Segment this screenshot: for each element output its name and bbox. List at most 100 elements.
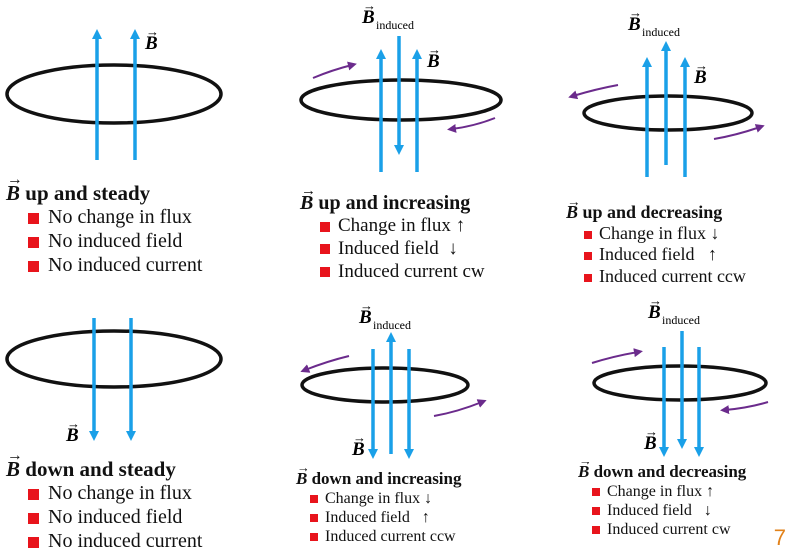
panel-3-bullet-3: Induced current ccw <box>584 266 746 288</box>
panel-2-title-rest: up and increasing <box>313 192 471 214</box>
panel-3-bullet-2: Induced field ↑ <box>584 244 746 266</box>
panel-2-title-b: B <box>300 183 316 215</box>
panel-4-title-b: B <box>6 447 23 481</box>
panel-2-text: B up and increasing Change in flux ↑ Ind… <box>300 183 485 283</box>
panel-4-bullet-2: No induced field <box>28 505 202 529</box>
panel-3-b-induced-symbol: B <box>627 14 641 35</box>
panel-5-diagram: B → induced B → <box>300 298 487 460</box>
bullet-square-icon <box>28 237 39 249</box>
panel-1-b-vector-arrow: → <box>146 24 159 39</box>
panel-2-b-label: B → <box>426 42 441 72</box>
panel-1-bullet-1-text: No change in flux <box>48 206 192 229</box>
panel-2-b-induced-label: B → induced <box>361 0 414 32</box>
panel-1-title: B up and steady <box>6 171 202 205</box>
panel-5-b-label: B → <box>351 430 366 460</box>
bullet-square-icon <box>28 261 39 273</box>
panel-2-title: B up and increasing <box>300 183 485 215</box>
bullet-square-icon <box>592 526 600 535</box>
panel-1-bullet-2: No induced field <box>28 229 202 253</box>
panel-4-bullet-2-text: No induced field <box>48 506 183 529</box>
panel-1-bullet-2-text: No induced field <box>48 230 183 253</box>
bullet-square-icon <box>310 514 318 523</box>
panel-6-b-symbol: B <box>643 433 657 454</box>
panel-1-bullet-3: No induced current <box>28 253 202 277</box>
panel-3-title-rest: up and decreasing <box>578 202 723 222</box>
panel-6-bullet-3-text: Induced current cw <box>607 520 731 538</box>
panel-3-b-label: B → <box>693 58 708 88</box>
panel-6-bullet-1-text: Change in flux ↑ <box>607 482 715 500</box>
bullet-square-icon <box>584 230 592 239</box>
panel-3-title: B up and decreasing <box>566 202 746 223</box>
bullet-square-icon <box>592 487 600 496</box>
panel-4-loop <box>5 329 223 389</box>
panel-5-bullet-1: Change in flux ↓ <box>310 489 462 508</box>
panel-6-current-arrow-1 <box>591 348 643 364</box>
panel-2-b-vector-arrow: → <box>428 42 441 57</box>
panel-6-b-induced-symbol: B <box>647 302 661 323</box>
panel-5-current-arrow-1 <box>300 355 350 373</box>
panel-4-b-vector-arrow: → <box>67 416 80 431</box>
panel-1-b-symbol: B <box>144 33 158 54</box>
bullet-square-icon <box>28 489 39 501</box>
bullet-square-icon <box>320 244 330 255</box>
panel-2-current-arrow-1 <box>312 61 357 79</box>
bullet-square-icon <box>28 213 39 225</box>
panel-6-loop <box>592 364 768 402</box>
panel-5-title: B down and increasing <box>296 461 462 489</box>
panel-3-current-arrow-1 <box>568 84 619 100</box>
bullet-square-icon <box>320 221 330 232</box>
panel-2-loop <box>299 78 503 122</box>
panel-2-induced-subscript: induced <box>376 18 414 32</box>
panel-5-current-arrow-2 <box>433 399 487 417</box>
panel-2-bullet-1-text: Change in flux ↑ <box>338 215 466 236</box>
panel-4-text: B down and steady No change in flux No i… <box>6 447 202 553</box>
panel-4-title: B down and steady <box>6 447 202 481</box>
panel-6-title-rest: down and decreasing <box>589 462 747 481</box>
panel-5-title-rest: down and increasing <box>307 469 462 488</box>
panel-5-b-induced-label: B → induced <box>358 298 411 332</box>
panel-2-current-arrow-2 <box>447 117 496 133</box>
panel-6-diagram: B → induced B → <box>591 293 769 457</box>
panel-5-bullet-1-text: Change in flux ↓ <box>325 489 433 507</box>
panel-3-b-symbol: B <box>693 67 707 88</box>
panel-3-b-induced-vector-arrow: → <box>629 5 642 20</box>
panel-1-diagram: B → <box>5 24 223 160</box>
panel-5-induced-subscript: induced <box>373 318 411 332</box>
panel-4-b-label: B → <box>65 416 80 446</box>
panel-2-bullet-2-text: Induced field ↓ <box>338 237 458 259</box>
panel-5-bullets: Change in flux ↓ Induced field ↑ Induced… <box>310 489 462 547</box>
panel-1-bullet-3-text: No induced current <box>48 254 203 277</box>
panel-5-b-vector-arrow: → <box>353 430 366 445</box>
panel-6-b-label: B → <box>643 424 658 454</box>
panel-4-b-symbol: B <box>65 425 79 446</box>
panel-3-induced-subscript: induced <box>642 25 680 39</box>
bullet-square-icon <box>310 494 318 503</box>
panel-2-diagram: B → induced B → <box>299 0 503 172</box>
panel-4-title-rest: down and steady <box>20 457 176 481</box>
page-number: 7 <box>773 525 786 550</box>
panel-2-b-symbol: B <box>426 51 440 72</box>
panel-3-current-arrow-2 <box>713 124 765 140</box>
bullet-square-icon <box>592 507 600 516</box>
panel-6-induced-subscript: induced <box>662 313 700 327</box>
panel-1-title-rest: up and steady <box>20 181 151 205</box>
panel-6-b-induced-vector-arrow: → <box>649 293 662 308</box>
bullet-square-icon <box>310 533 318 542</box>
panel-2-b-induced-vector-arrow: → <box>363 0 376 13</box>
panel-1-text: B up and steady No change in flux No ind… <box>6 171 202 277</box>
panel-5-title-b: B <box>296 461 310 489</box>
panel-1-bullet-1: No change in flux <box>28 205 202 229</box>
panel-2-bullets: Change in flux ↑ Induced field ↓ Induced… <box>320 215 485 283</box>
panel-1-loop <box>5 63 223 125</box>
panel-6-title-b: B <box>578 462 592 482</box>
panel-6-b-induced-label: B → induced <box>647 293 700 327</box>
panel-5-bullet-2-text: Induced field ↑ <box>325 508 430 526</box>
panel-2-bullet-2: Induced field ↓ <box>320 238 485 261</box>
panel-2-b-induced-symbol: B <box>361 7 375 28</box>
panel-3-bullet-3-text: Induced current ccw <box>599 265 746 286</box>
panel-3-bullet-1-text: Change in flux ↓ <box>599 222 720 243</box>
panel-1-b-label: B → <box>144 24 159 54</box>
panel-6-b-vector-arrow: → <box>645 424 658 439</box>
panel-5-text: B down and increasing Change in flux ↓ I… <box>296 461 462 547</box>
panel-3-bullet-2-text: Induced field ↑ <box>599 244 717 265</box>
